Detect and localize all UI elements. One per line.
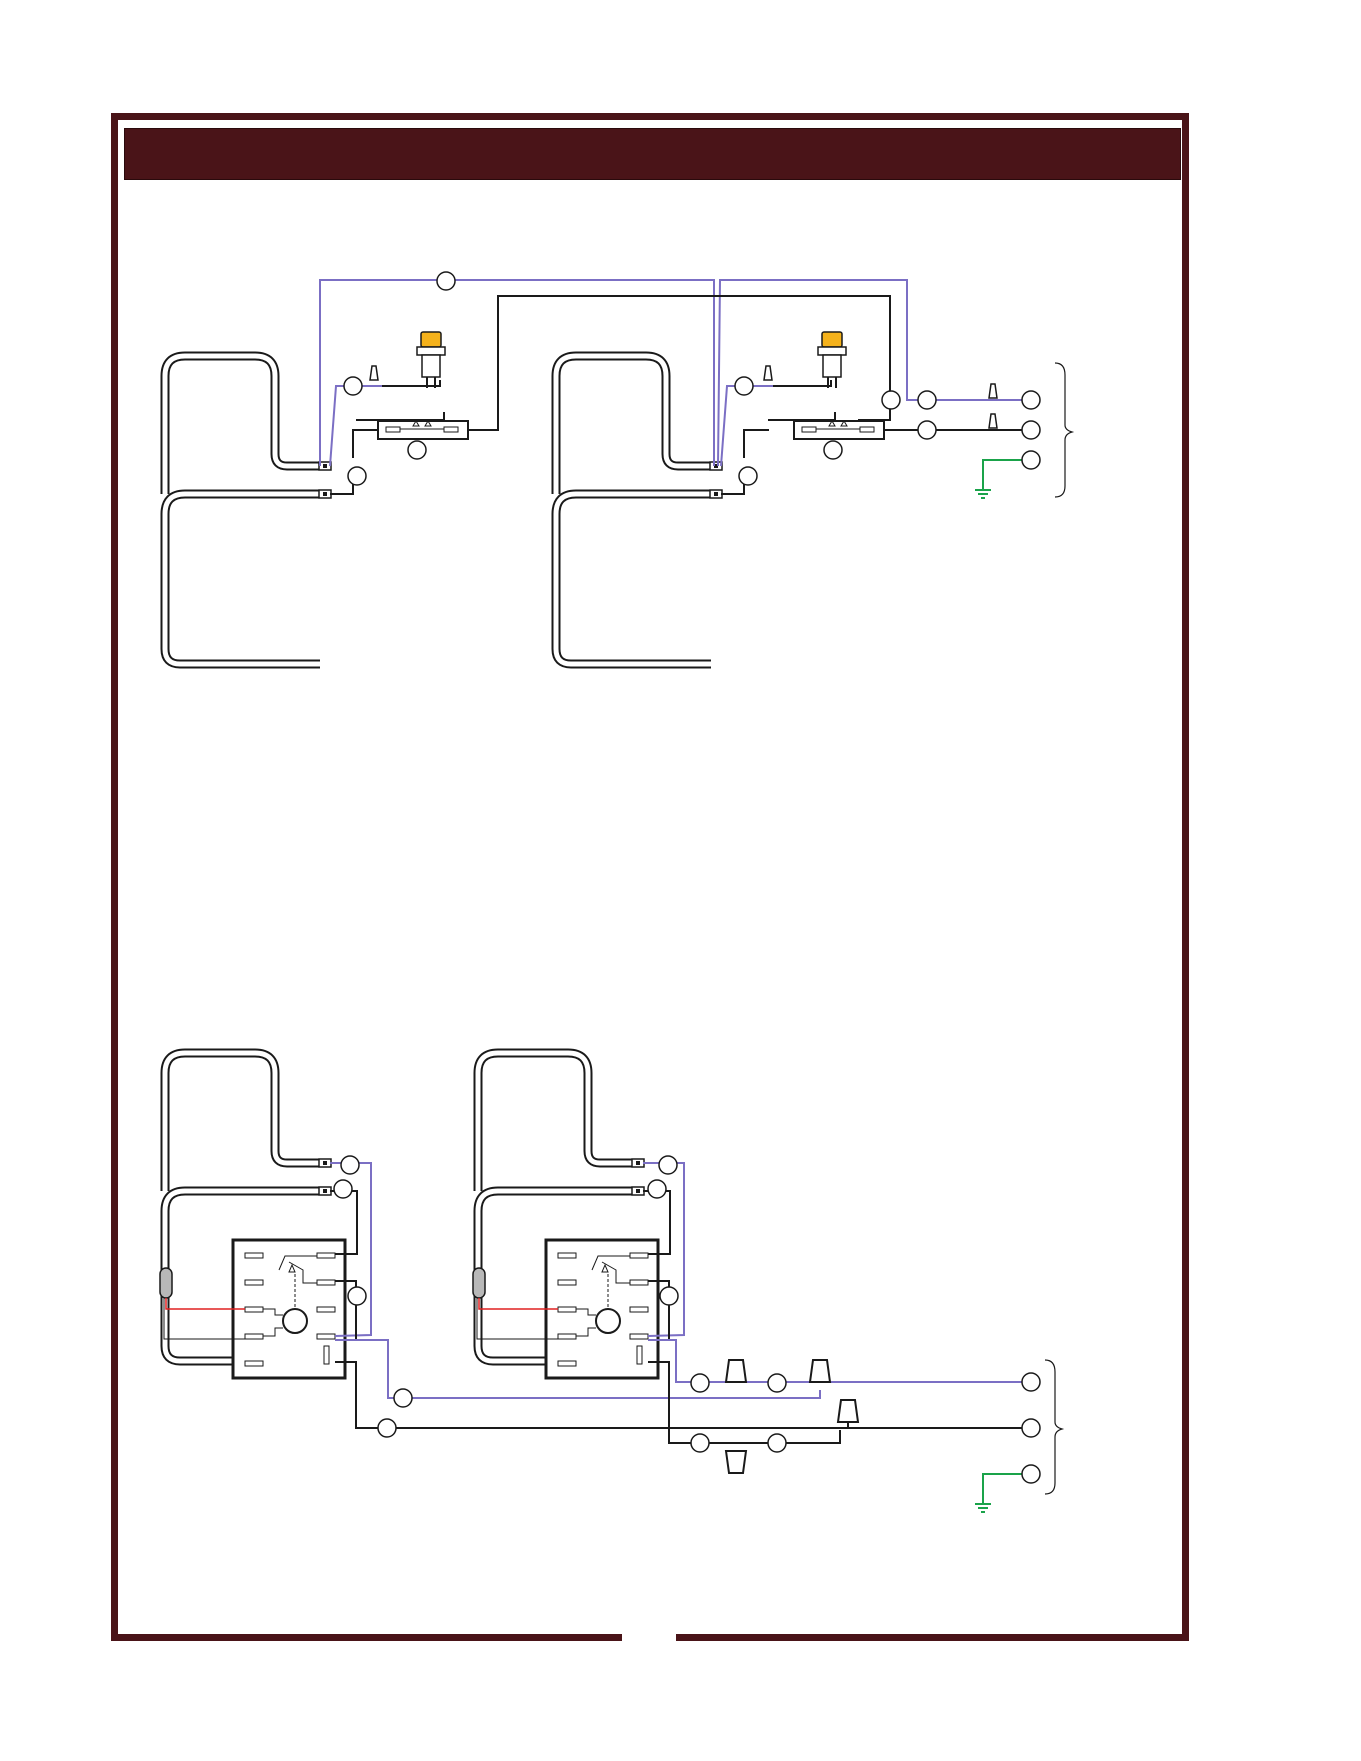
ground-icon [975, 482, 991, 498]
thermostat-icon [378, 421, 468, 439]
wire-nut-icon [726, 1360, 746, 1382]
element-terminal [319, 1187, 331, 1195]
wire-marker [824, 441, 842, 459]
wire-marker [735, 377, 753, 395]
wire-marker [437, 272, 455, 290]
wire-marker [348, 1287, 366, 1305]
relay-icon [546, 1240, 658, 1378]
wire-marker [768, 1434, 786, 1452]
element-terminal [319, 490, 331, 498]
wire-nut-icon [764, 366, 772, 380]
wire-nut-icon [726, 1451, 746, 1473]
supply-terminal [1022, 1419, 1040, 1437]
supply-bracket [1045, 1360, 1062, 1494]
wire-marker [918, 391, 936, 409]
wire-nut-icon [989, 414, 997, 428]
wire-marker [691, 1374, 709, 1392]
probe-icon [160, 1268, 172, 1298]
wire-marker [344, 377, 362, 395]
thermostat-icon [794, 421, 884, 439]
wire-marker [341, 1156, 359, 1174]
ground-icon [975, 1496, 991, 1512]
heating-element-icon [165, 356, 320, 664]
element-terminal [632, 1187, 644, 1195]
wire-nut-icon [810, 1360, 830, 1382]
element-terminal [710, 462, 722, 470]
element-terminal [632, 1159, 644, 1167]
wire-marker [659, 1156, 677, 1174]
wire-marker [768, 1374, 786, 1392]
relay-icon [233, 1240, 345, 1378]
element-terminal [710, 490, 722, 498]
wire-nut-icon [989, 384, 997, 398]
supply-terminal [1022, 1373, 1040, 1391]
wire-marker [648, 1180, 666, 1198]
supply-bracket [1055, 363, 1072, 497]
indicator-light-icon [417, 332, 445, 388]
wire-marker [348, 467, 366, 485]
wire-marker [739, 467, 757, 485]
supply-terminal [1022, 391, 1040, 409]
wire-marker [394, 1389, 412, 1407]
supply-terminal [1022, 451, 1040, 469]
wire-marker [334, 1180, 352, 1198]
wire-nut-icon [838, 1400, 858, 1422]
wire-marker [882, 391, 900, 409]
probe-icon [473, 1268, 485, 1298]
wire-marker [691, 1434, 709, 1452]
element-terminal [319, 1159, 331, 1167]
supply-terminal [1022, 421, 1040, 439]
wire-marker [408, 441, 426, 459]
wire-marker [660, 1287, 678, 1305]
supply-terminal [1022, 1465, 1040, 1483]
wire-marker [918, 421, 936, 439]
bottom-wiring-diagram [160, 1053, 1062, 1512]
wire-marker [378, 1419, 396, 1437]
heating-element-icon [556, 356, 711, 664]
wire-nut-icon [370, 366, 378, 380]
indicator-light-icon [818, 332, 846, 388]
top-wiring-diagram [165, 272, 1072, 664]
